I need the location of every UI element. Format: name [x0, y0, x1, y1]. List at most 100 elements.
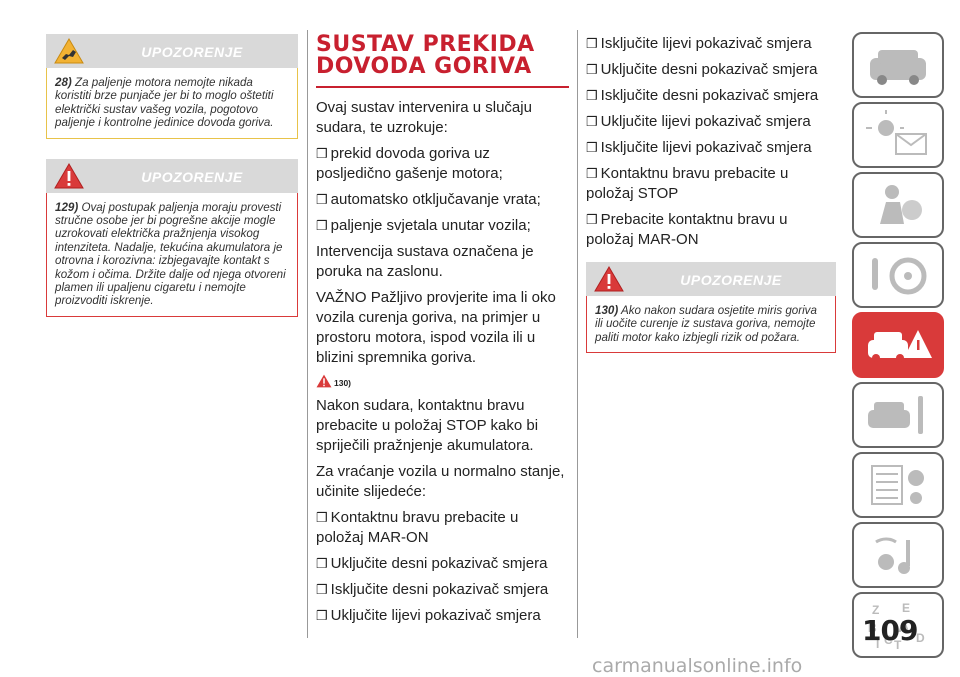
restore-steps-list: ❒Kontaktnu bravu prebacite u položaj MAR…	[316, 508, 569, 626]
list-item-text: Isključite desni pokazivač smjera	[330, 581, 549, 598]
index-letter: A	[898, 619, 910, 636]
warning-content: Ovaj postupak paljenja moraju provesti s…	[55, 200, 286, 308]
important-paragraph: VAŽNO Pažljivo provjerite ima li oko voz…	[316, 289, 556, 366]
list-item-text: Uključite lijevi pokazivač smjera	[330, 607, 541, 624]
list-item: ❒Isključite desni pokazivač smjera	[586, 86, 836, 106]
page-number: 109	[862, 614, 918, 647]
key-steering-icon	[872, 257, 927, 295]
warning-title: UPOZORENJE	[680, 272, 782, 288]
checkbox-bullet-icon: ❒	[586, 166, 598, 181]
warning-number: 129)	[55, 200, 79, 214]
warning-box-fuel-smell: UPOZORENJE 130) Ako nakon sudara osjetit…	[586, 262, 836, 354]
heading-rule	[316, 86, 569, 88]
index-letter: E	[902, 601, 910, 615]
tab-multimedia[interactable]	[852, 522, 944, 588]
checkbox-bullet-icon: ❒	[586, 88, 598, 103]
list-item: ❒Isključite lijevi pokazivač smjera	[586, 34, 836, 54]
column-divider	[577, 30, 578, 638]
tab-safety[interactable]	[852, 172, 944, 238]
index-letter: B	[868, 621, 877, 635]
airbag-safety-icon	[880, 185, 922, 224]
checkbox-bullet-icon: ❒	[586, 140, 598, 155]
warning-title: UPOZORENJE	[141, 168, 243, 185]
list-item-text: Uključite desni pokazivač smjera	[330, 555, 548, 572]
warning-title: UPOZORENJE	[141, 44, 243, 60]
checkbox-bullet-icon: ❒	[316, 146, 328, 161]
warning-number: 130)	[595, 304, 619, 317]
list-item: ❒Prebacite kontaktnu bravu u položaj MAR…	[586, 210, 836, 250]
checkbox-bullet-icon: ❒	[586, 62, 598, 77]
car-maintenance-icon	[868, 396, 923, 434]
list-item-text: automatsko otključavanje vrata;	[330, 191, 541, 208]
emergency-breakdown-icon	[868, 330, 932, 362]
warning-text: 28) Za paljenje motora nemojte nikada ko…	[46, 68, 298, 139]
list-item: ❒Uključite desni pokazivač smjera	[586, 60, 836, 80]
tab-starting-driving[interactable]	[852, 242, 944, 308]
index-letter: C	[884, 633, 893, 647]
warning-header: UPOZORENJE	[46, 34, 298, 68]
chapter-sidebar: Z E B A C D I T	[852, 32, 944, 662]
warning-box-jump-start: UPOZORENJE 129) Ovaj postupak paljenja m…	[46, 158, 298, 317]
car-dashboard-icon	[870, 50, 926, 85]
list-item: ❒prekid dovoda goriva uz posljedično gaš…	[316, 144, 569, 184]
effects-list: ❒prekid dovoda goriva uz posljedično gaš…	[316, 144, 569, 236]
list-item: ❒Uključite desni pokazivač smjera	[316, 554, 569, 574]
technical-data-icon	[871, 465, 924, 505]
list-item-text: Isključite lijevi pokazivač smjera	[600, 139, 812, 156]
warning-yellow-icon	[54, 38, 84, 64]
watermark: carmanualsonline.info	[592, 655, 803, 677]
index-letter: I	[876, 637, 879, 650]
right-column: ❒Isključite lijevi pokazivač smjera❒Uklj…	[586, 0, 836, 354]
checkbox-bullet-icon: ❒	[586, 36, 598, 51]
section-heading: SUSTAV PREKIDA DOVODA GORIVA	[316, 32, 535, 79]
list-item-text: Kontaktnu bravu prebacite u položaj STOP	[586, 165, 789, 202]
tab-index[interactable]: Z E B A C D I T	[852, 592, 944, 658]
middle-column: SUSTAV PREKIDA DOVODA GORIVA Ovaj sustav…	[316, 0, 569, 632]
tab-lights-messages[interactable]	[852, 102, 944, 168]
list-item-text: paljenje svjetala unutar vozila;	[330, 217, 531, 234]
warning-reference: 130)	[316, 374, 569, 388]
warning-small-icon	[316, 374, 332, 388]
list-item-text: Uključite lijevi pokazivač smjera	[600, 113, 811, 130]
multimedia-icon	[875, 537, 910, 574]
list-item: ❒Isključite desni pokazivač smjera	[316, 580, 569, 600]
checkbox-bullet-icon: ❒	[586, 114, 598, 129]
checkbox-bullet-icon: ❒	[316, 556, 328, 571]
warning-text: 130) Ako nakon sudara osjetite miris gor…	[586, 296, 836, 354]
list-item-text: Uključite desni pokazivač smjera	[600, 61, 818, 78]
warning-red-icon	[54, 162, 84, 189]
tab-dashboard[interactable]	[852, 32, 944, 98]
warning-content: Za paljenje motora nemojte nikada korist…	[55, 76, 274, 130]
checkbox-bullet-icon: ❒	[316, 608, 328, 623]
list-item: ❒paljenje svjetala unutar vozila;	[316, 216, 569, 236]
list-item-text: Prebacite kontaktnu bravu u položaj MAR-…	[586, 211, 788, 248]
tab-maintenance[interactable]	[852, 382, 944, 448]
tab-technical-data[interactable]	[852, 452, 944, 518]
list-item: ❒Kontaktnu bravu prebacite u položaj STO…	[586, 164, 836, 204]
warning-number: 28)	[55, 76, 72, 89]
restore-steps-list-continued: ❒Isključite lijevi pokazivač smjera❒Uklj…	[586, 34, 836, 250]
checkbox-bullet-icon: ❒	[316, 510, 328, 525]
after-crash-paragraph: Nakon sudara, kontaktnu bravu prebacite …	[316, 397, 539, 454]
checkbox-bullet-icon: ❒	[316, 218, 328, 233]
checkbox-bullet-icon: ❒	[586, 212, 598, 227]
list-item: ❒Uključite lijevi pokazivač smjera	[586, 112, 836, 132]
checkbox-bullet-icon: ❒	[316, 192, 328, 207]
left-column: UPOZORENJE 28) Za paljenje motora nemojt…	[46, 0, 298, 317]
intro-paragraph: Ovaj sustav intervenira u slučaju sudara…	[316, 99, 532, 136]
list-item: ❒automatsko otključavanje vrata;	[316, 190, 569, 210]
reference-number: 130)	[334, 378, 352, 388]
restore-paragraph: Za vraćanje vozila u normalno stanje, uč…	[316, 463, 565, 500]
list-item: ❒Kontaktnu bravu prebacite u položaj MAR…	[316, 508, 569, 548]
index-letter: T	[894, 638, 902, 650]
warning-header: UPOZORENJE	[46, 158, 298, 193]
warning-header: UPOZORENJE	[586, 262, 836, 296]
warning-red-icon	[594, 266, 624, 292]
checkbox-bullet-icon: ❒	[316, 582, 328, 597]
signal-paragraph: Intervencija sustava označena je poruka …	[316, 243, 534, 280]
tab-emergency[interactable]	[852, 312, 944, 378]
index-letters-icon: Z E B A C D I T	[868, 601, 925, 650]
warning-text: 129) Ovaj postupak paljenja moraju prove…	[46, 192, 298, 317]
warning-content: Ako nakon sudara osjetite miris goriva i…	[595, 304, 817, 344]
list-item: ❒Isključite lijevi pokazivač smjera	[586, 138, 836, 158]
